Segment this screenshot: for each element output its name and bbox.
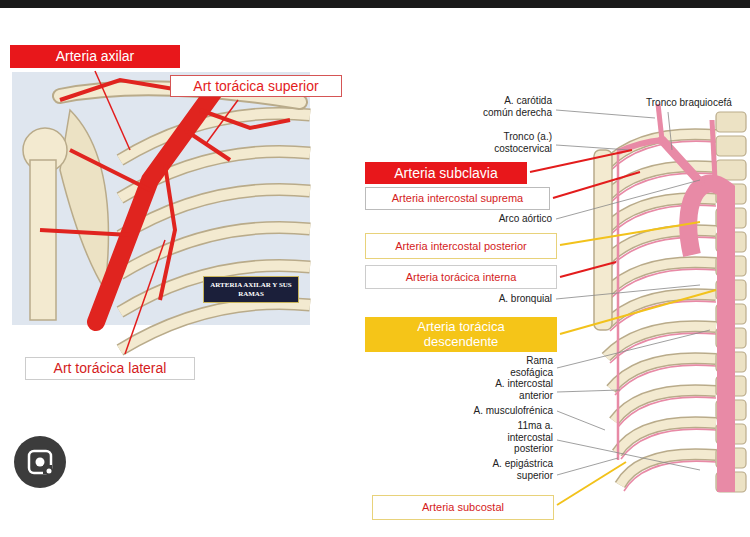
sternum — [594, 150, 612, 330]
rib — [620, 454, 716, 485]
box-text: Art torácica superior — [193, 78, 318, 94]
top-bar — [0, 0, 750, 8]
title-box: Arteria axilar — [10, 45, 180, 68]
leader-lines — [556, 110, 710, 475]
artery-branch — [70, 150, 150, 190]
brachiocephalic-trunk — [662, 140, 700, 182]
rib — [620, 454, 716, 485]
part-label: A. carótida común derecha — [472, 95, 552, 118]
rib — [120, 303, 310, 350]
part-label: A. epigástrica superior — [481, 458, 553, 481]
illustration-ground — [12, 72, 310, 325]
internal-thoracic-artery — [617, 150, 620, 460]
part-label: Tronco braquiocefá — [646, 97, 732, 109]
intercostal-artery — [624, 461, 716, 491]
carotid-artery — [658, 104, 662, 140]
aorta — [688, 184, 726, 492]
leader-line — [125, 240, 165, 354]
box-text: Arteria subcostal — [422, 501, 504, 514]
rib — [120, 303, 310, 350]
label-box: Arteria intercostal posterior — [365, 233, 557, 259]
subclavian-artery — [618, 140, 662, 152]
part-label: A. musculofrénica — [474, 405, 553, 417]
artery-branch — [200, 110, 290, 128]
part-label: Tronco (a.) costocervical — [482, 131, 552, 154]
box-text: Arteria axilar — [56, 48, 135, 64]
colored-leader-lines — [530, 150, 716, 505]
scapula — [60, 110, 108, 290]
leader-line — [95, 71, 130, 150]
lens-icon — [14, 436, 66, 488]
part-label: A. bronquial — [499, 293, 552, 305]
label-box: Arteria torácica interna — [365, 265, 557, 289]
part-label: 11ma a. intercostal posterior — [491, 420, 553, 455]
axillary-artery — [96, 86, 218, 322]
left-ribs — [120, 113, 310, 350]
artery-branch — [185, 130, 230, 160]
box-text: ARTERIA AXILAR Y SUS RAMAS — [210, 281, 292, 297]
artery-branch — [40, 230, 130, 235]
thorax-illustration — [594, 104, 746, 492]
left-carotid-artery — [712, 120, 715, 180]
box-text: Arteria intercostal suprema — [392, 192, 523, 205]
label-box: Arteria subcostal — [372, 495, 554, 520]
part-label: Rama esofágica — [501, 355, 553, 378]
part-label: Arco aórtico — [499, 213, 552, 225]
caption-box: ARTERIA AXILAR Y SUS RAMAS — [203, 276, 299, 303]
artery-branch — [160, 165, 175, 300]
box-text: Arteria torácica descendente — [391, 320, 531, 350]
vertebra — [716, 112, 746, 132]
highlight-box: Arteria torácica descendente — [365, 317, 557, 352]
box-text: Arteria intercostal posterior — [395, 240, 526, 253]
leader-line — [205, 100, 238, 145]
box-text: Arteria subclavia — [394, 165, 498, 181]
humerus — [30, 160, 56, 320]
axillary-illustration — [12, 72, 310, 350]
box-text: Art torácica lateral — [54, 360, 167, 376]
vertebra — [716, 136, 746, 156]
label-box: Arteria intercostal suprema — [365, 187, 550, 210]
part-label: A. intercostal anterior — [481, 378, 553, 401]
box-text: Arteria torácica interna — [406, 271, 517, 284]
label-box: Art torácica lateral — [25, 357, 195, 380]
label-box: Art torácica superior — [170, 75, 342, 97]
title-box: Arteria subclavia — [365, 162, 527, 184]
